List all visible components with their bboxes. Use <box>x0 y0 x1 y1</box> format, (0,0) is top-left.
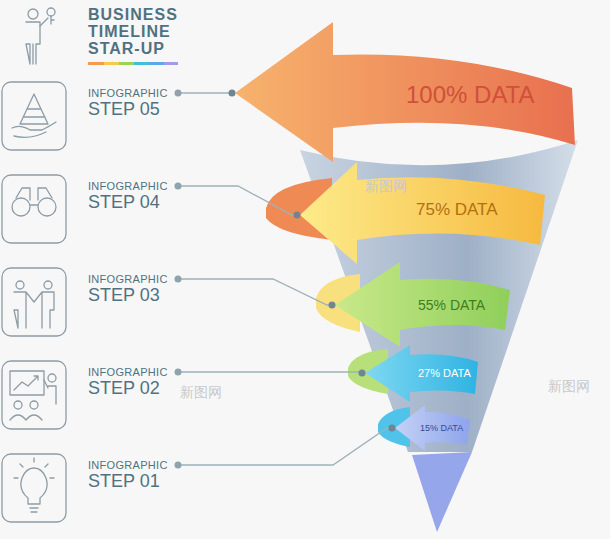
watermark: 新图网 <box>365 178 407 196</box>
title-stripe <box>88 62 178 65</box>
lightbulb-icon <box>14 458 54 512</box>
leader-connector <box>178 92 235 93</box>
leader-connector <box>178 428 395 465</box>
connector-dot <box>175 183 182 190</box>
step-caption: INFOGRAPHIC <box>88 273 168 285</box>
step-caption: INFOGRAPHIC <box>88 366 168 378</box>
connector-dot <box>175 462 182 469</box>
ribbon-arrow <box>335 262 510 347</box>
step-caption: INFOGRAPHIC <box>88 459 168 471</box>
step-label: STEP 02 <box>88 378 160 399</box>
data-band: 75% DATA <box>300 162 545 264</box>
connector-dot <box>329 302 336 309</box>
band-label: 100% DATA <box>406 81 535 109</box>
presentation-icon <box>10 371 56 420</box>
businessman-icon <box>26 8 55 64</box>
cone-back <box>300 140 578 452</box>
data-band: 55% DATA <box>335 262 510 347</box>
step-label: STEP 01 <box>88 471 160 492</box>
leader-connector <box>178 371 365 372</box>
connector-dot <box>175 369 182 376</box>
step-item: INFOGRAPHICSTEP 02 <box>2 361 172 429</box>
binoculars-icon <box>12 188 56 216</box>
cone-tip <box>412 452 472 532</box>
step-label: STEP 04 <box>88 192 160 213</box>
data-band: 15% DATA <box>395 405 470 451</box>
connector-dot <box>294 212 301 219</box>
band-label: 15% DATA <box>420 423 463 433</box>
connector-dot <box>359 370 366 377</box>
connector-dot <box>229 90 236 97</box>
ribbon-arrow <box>235 22 575 162</box>
data-band: 100% DATA <box>235 22 575 162</box>
band-label: 27% DATA <box>418 367 471 379</box>
leader-connector <box>178 186 300 215</box>
step-item: INFOGRAPHICSTEP 04 <box>2 175 172 243</box>
connector-dot <box>175 90 182 97</box>
leader-connector <box>178 279 335 305</box>
ribbon-arrow <box>395 405 470 451</box>
connector-dot <box>389 425 396 432</box>
ribbon-arrow <box>300 162 545 264</box>
step-item: INFOGRAPHICSTEP 01 <box>2 454 172 522</box>
handshake-icon <box>14 281 54 328</box>
pyramid-hand-icon <box>12 94 56 137</box>
step-caption: INFOGRAPHIC <box>88 87 168 99</box>
band-label: 75% DATA <box>416 200 498 220</box>
title: BUSINESS TIMELINE STAR-UP <box>88 6 178 57</box>
step-caption: INFOGRAPHIC <box>88 180 168 192</box>
step-item: INFOGRAPHICSTEP 03 <box>2 268 172 336</box>
step-item: INFOGRAPHICSTEP 05 <box>2 82 172 150</box>
data-band: 27% DATA <box>365 345 478 402</box>
step-label: STEP 05 <box>88 99 160 120</box>
band-label: 55% DATA <box>418 297 485 313</box>
step-label: STEP 03 <box>88 285 160 306</box>
ribbon-arrow <box>365 345 478 402</box>
watermark: 新图网 <box>180 384 222 402</box>
connector-dot <box>175 276 182 283</box>
watermark: 新图网 <box>548 378 590 396</box>
icon-frame <box>2 82 66 522</box>
